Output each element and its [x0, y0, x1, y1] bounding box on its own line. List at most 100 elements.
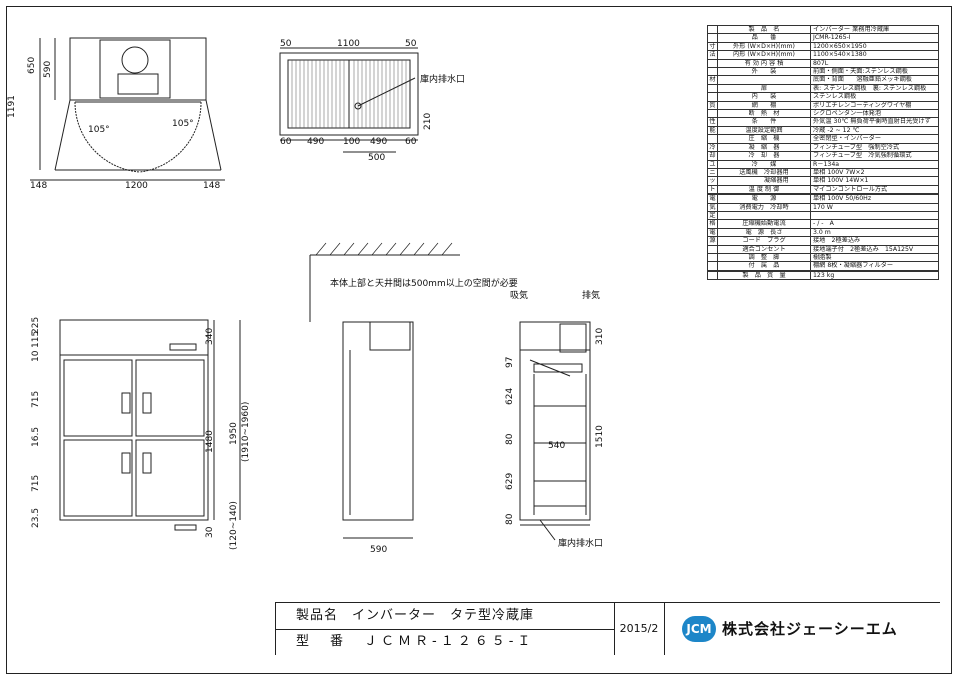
back-dim-210: 210	[423, 113, 433, 130]
top-dim-148-left: 148	[30, 181, 47, 191]
top-dim-650: 650	[27, 57, 37, 74]
front-dim-225: 225	[31, 317, 41, 334]
spec-group	[707, 33, 718, 43]
spec-value: 単相 100V 7W×2	[810, 167, 939, 178]
spec-key: 付 属 品	[717, 261, 811, 271]
spec-key: 温度設定範囲	[717, 125, 811, 136]
spec-group: 能	[707, 125, 718, 136]
spec-key: 適合コンセント	[717, 244, 811, 254]
top-dim-angle-right: 105°	[172, 119, 194, 129]
top-dim-148-right: 148	[203, 181, 220, 191]
sec-dim-540: 540	[548, 441, 565, 451]
front-dim-10: 10	[31, 350, 41, 362]
top-dim-angle-left: 105°	[88, 125, 110, 135]
spec-value: 接地 2極差込み	[810, 236, 939, 246]
spec-key: 断 熱 材	[717, 109, 811, 119]
title-divider-v1	[614, 603, 615, 655]
drawing-sheet	[6, 6, 952, 674]
spec-group: 冷	[707, 142, 718, 153]
spec-key: 内形 (W×D×H)(mm)	[717, 50, 811, 60]
back-dim-100: 100	[343, 137, 360, 147]
top-view	[30, 37, 225, 181]
spec-value: 外気温 30℃ 無負荷平衡時直射日光受けず	[810, 117, 939, 127]
spec-group: 法	[707, 50, 718, 60]
spec-key: 送風機 冷却器用	[717, 167, 811, 178]
spec-group: 電	[707, 194, 718, 204]
spec-value: 樹脂製	[810, 252, 939, 263]
spec-key: 製 品 質 量	[717, 270, 811, 281]
spec-value: 冷蔵 -2 ~ 12 ℃	[810, 125, 939, 136]
spec-row: ニ送風機 冷却器用単相 100V 7W×2	[707, 167, 939, 178]
spec-group	[707, 58, 718, 69]
spec-value: 123 kg	[810, 270, 939, 281]
back-dim-490-left: 490	[307, 137, 324, 147]
spec-value: 3.0 m	[810, 227, 939, 238]
drawing-date: 2015/2	[619, 622, 659, 635]
spec-row: 能温度設定範囲冷蔵 -2 ~ 12 ℃	[707, 125, 939, 136]
spec-key: 冷 媒	[717, 159, 811, 169]
spec-value: マイコンコントロール方式	[810, 184, 939, 195]
spec-value: フィンチューブ型 冷気強制循環式	[810, 151, 939, 161]
top-dim-590: 590	[43, 61, 53, 78]
spec-key: 温 度 制 御	[717, 184, 811, 195]
spec-group	[707, 134, 718, 144]
back-dim-50-left: 50	[280, 39, 292, 49]
sec-dim-1510: 1510	[595, 425, 605, 448]
spec-group: 源	[707, 236, 718, 246]
spec-row: 性条 件外気温 30℃ 無負荷平衡時直射日光受けず	[707, 117, 939, 127]
front-dim-115: 115	[31, 331, 41, 348]
sec-dim-80-upper: 80	[505, 433, 515, 445]
spec-key: 調 整 脚	[717, 252, 811, 263]
spec-group: ッ	[707, 176, 718, 186]
company-name: 株式会社ジェーシーエム	[722, 620, 898, 638]
title-divider-h	[276, 629, 614, 630]
spec-value: 1100×540×1380	[810, 50, 939, 60]
spec-row: ト温 度 制 御マイコンコントロール方式	[707, 184, 939, 195]
sec-dim-624: 624	[505, 388, 515, 405]
back-dim-1100: 1100	[337, 39, 360, 49]
company-logo: JCM	[682, 616, 716, 642]
spec-value: 接地端子付 2極差込み 15A125V	[810, 244, 939, 254]
spec-value: シクロペンタン一体発泡	[810, 109, 939, 119]
title-block: 製品名 インバーター タテ型冷蔵庫 型 番 ＪＣＭＲ-１２６５-Ｉ 2015/2…	[275, 602, 940, 655]
spec-value: インバーター 業務用冷蔵庫	[810, 24, 939, 35]
spec-row: 寸外形 (W×D×H)(mm)1200×650×1950	[707, 41, 939, 52]
front-dim-1910-1960: (1910~1960)	[241, 402, 251, 462]
spec-value: - / - A	[810, 219, 939, 229]
clearance-note: 本体上部と天井間は500mm以上の空間が必要	[330, 277, 518, 289]
spec-group: 格	[707, 219, 718, 229]
spec-value: 棚網 8枚・凝縮器フィルター	[810, 261, 939, 271]
spec-row: 法内形 (W×D×H)(mm)1100×540×1380	[707, 50, 939, 60]
spec-key: 条 件	[717, 117, 811, 127]
spec-key: 消費電力 冷却時	[717, 202, 811, 212]
sec-dim-80-lower: 80	[505, 513, 515, 525]
spec-group: 電	[707, 227, 718, 238]
spec-group: 寸	[707, 41, 718, 52]
back-view	[279, 47, 419, 153]
title-divider-v2	[664, 603, 665, 655]
intake-label: 吸気	[510, 289, 528, 301]
spec-row: 却冷 却 器フィンチューブ型 冷気強制循環式	[707, 151, 939, 161]
spec-row: 冷凝 縮 器フィンチューブ型 強制空冷式	[707, 142, 939, 153]
spec-row: 源コード プラグ接地 2極差込み	[707, 236, 939, 246]
spec-value: 170 W	[810, 202, 939, 212]
spec-row: ッ 凝縮器用単相 100V 14W×1	[707, 176, 939, 186]
spec-row: 圧 縮 機全密閉型・インバーター	[707, 134, 939, 144]
sec-dim-97: 97	[505, 357, 515, 368]
spec-group: ニ	[707, 167, 718, 178]
spec-key: 外形 (W×D×H)(mm)	[717, 41, 811, 52]
spec-row: 製 品 名インバーター 業務用冷蔵庫	[707, 24, 939, 35]
spec-group: ト	[707, 184, 718, 195]
spec-key: 製 品 名	[717, 24, 811, 35]
front-dim-23-5: 23.5	[31, 508, 41, 528]
spec-value: 底面・背面 溶融亜鉛メッキ鋼板	[810, 75, 939, 85]
spec-key: コード プラグ	[717, 236, 811, 246]
front-dim-340: 340	[205, 328, 215, 345]
back-drain-label: 庫内排水口	[420, 73, 465, 85]
spec-row: 材底面・背面 溶融亜鉛メッキ鋼板	[707, 75, 939, 85]
front-view	[59, 319, 241, 531]
